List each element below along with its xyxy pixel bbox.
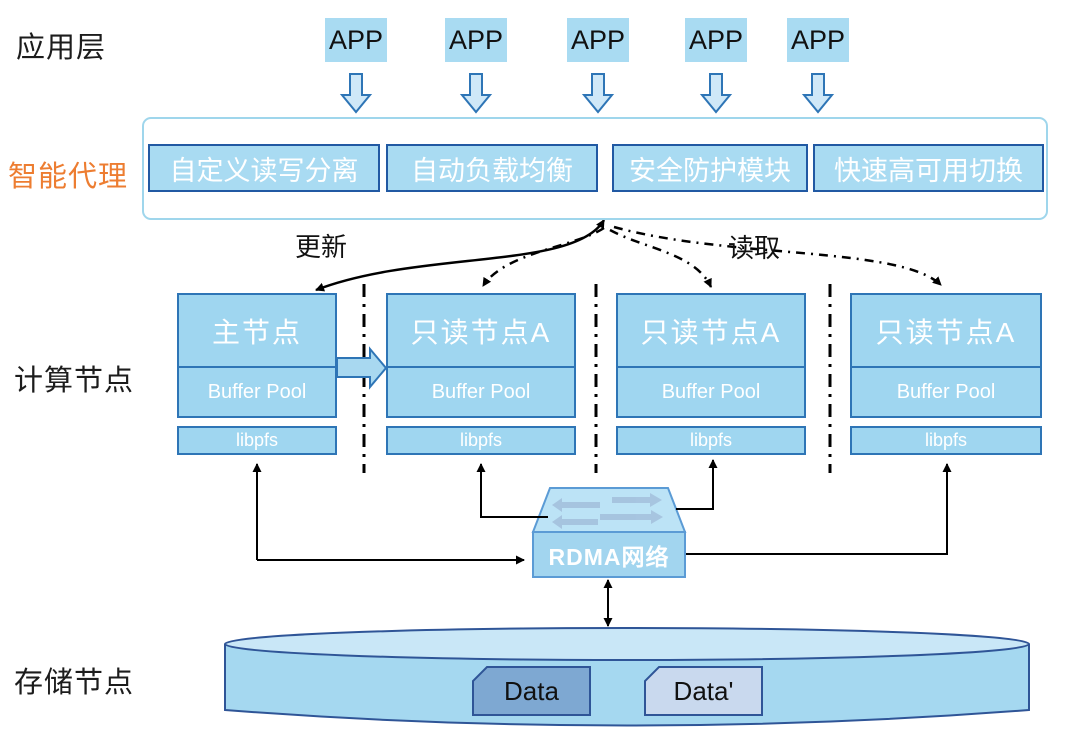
data-block-shape [472, 666, 591, 716]
read-only-node-2: 只读节点A Buffer Pool [616, 293, 806, 418]
down-arrow-icon [581, 73, 615, 114]
data-prime-block-shape [644, 666, 763, 716]
compute-layer-label: 计算节点 [14, 365, 135, 397]
left-arrow-icon [552, 498, 600, 512]
buffer-pool: Buffer Pool [431, 380, 531, 403]
primary-node: 主节点 Buffer Pool [177, 293, 337, 418]
app-box: APP [685, 18, 747, 62]
read-only-libpfs-1: libpfs [386, 426, 576, 455]
data-block-label: Data [504, 675, 559, 706]
cylinder-top [224, 627, 1030, 661]
switch-traffic-arrow-icons [552, 493, 663, 529]
buffer-pool: Buffer Pool [207, 380, 307, 403]
app-box: APP [445, 18, 507, 62]
update-flow-label: 更新 [295, 232, 348, 262]
rdma-switch [531, 487, 687, 578]
down-arrow-icon [801, 73, 835, 114]
read-flow-arrows [481, 225, 942, 288]
proxy-module-ha-switch: 快速高可用切换 [813, 144, 1044, 192]
data-prime-block-label: Data' [673, 675, 734, 706]
app-box: APP [325, 18, 387, 62]
app-layer-label: 应用层 [16, 32, 107, 64]
down-arrow-icon [459, 73, 493, 114]
read-flow-label: 读取 [728, 233, 781, 263]
read-arrow [613, 225, 942, 286]
node-title: 只读节点A [618, 295, 804, 368]
proxy-module-security: 安全防护模块 [612, 144, 808, 192]
storage-cylinder [224, 627, 1030, 727]
buffer-pool: Buffer Pool [896, 380, 996, 403]
replica3-libpfs-line [686, 463, 952, 555]
proxy-module-read-write-split: 自定义读写分离 [148, 144, 380, 192]
node-title: 只读节点A [852, 295, 1040, 368]
right-arrow-icon [600, 510, 663, 524]
update-flow-arrow [315, 219, 606, 292]
read-only-node-3: 只读节点A Buffer Pool [850, 293, 1042, 418]
read-arrow [609, 228, 713, 288]
rdma-connection-lines [252, 459, 952, 627]
proxy-layer-label: 智能代理 [8, 161, 129, 193]
read-only-libpfs-2: libpfs [616, 426, 806, 455]
read-only-node-1: 只读节点A Buffer Pool [386, 293, 576, 418]
replica2-libpfs-line [676, 459, 718, 510]
read-arrow [481, 226, 605, 287]
proxy-module-load-balance: 自动负载均衡 [386, 144, 598, 192]
app-down-arrow-icons [339, 73, 835, 114]
rdma-network-label: RDMA网络 [548, 543, 670, 570]
read-only-libpfs-3: libpfs [850, 426, 1042, 455]
cylinder-body [224, 644, 1030, 727]
replication-block-arrow [336, 346, 388, 390]
left-arrow-icon [552, 515, 598, 529]
node-title: 主节点 [179, 295, 335, 368]
node-title: 只读节点A [388, 295, 574, 368]
primary-libpfs: libpfs [177, 426, 337, 455]
right-arrow-icon [612, 493, 662, 507]
node-separators [362, 284, 832, 473]
switch-front-face [532, 531, 686, 578]
app-box: APP [567, 18, 629, 62]
buffer-pool: Buffer Pool [661, 380, 761, 403]
switch-top-face [531, 487, 687, 533]
down-arrow-icon [339, 73, 373, 114]
down-arrow-icon [699, 73, 733, 114]
replica1-libpfs-line [476, 463, 548, 518]
storage-layer-label: 存储节点 [14, 667, 135, 699]
app-box: APP [787, 18, 849, 62]
